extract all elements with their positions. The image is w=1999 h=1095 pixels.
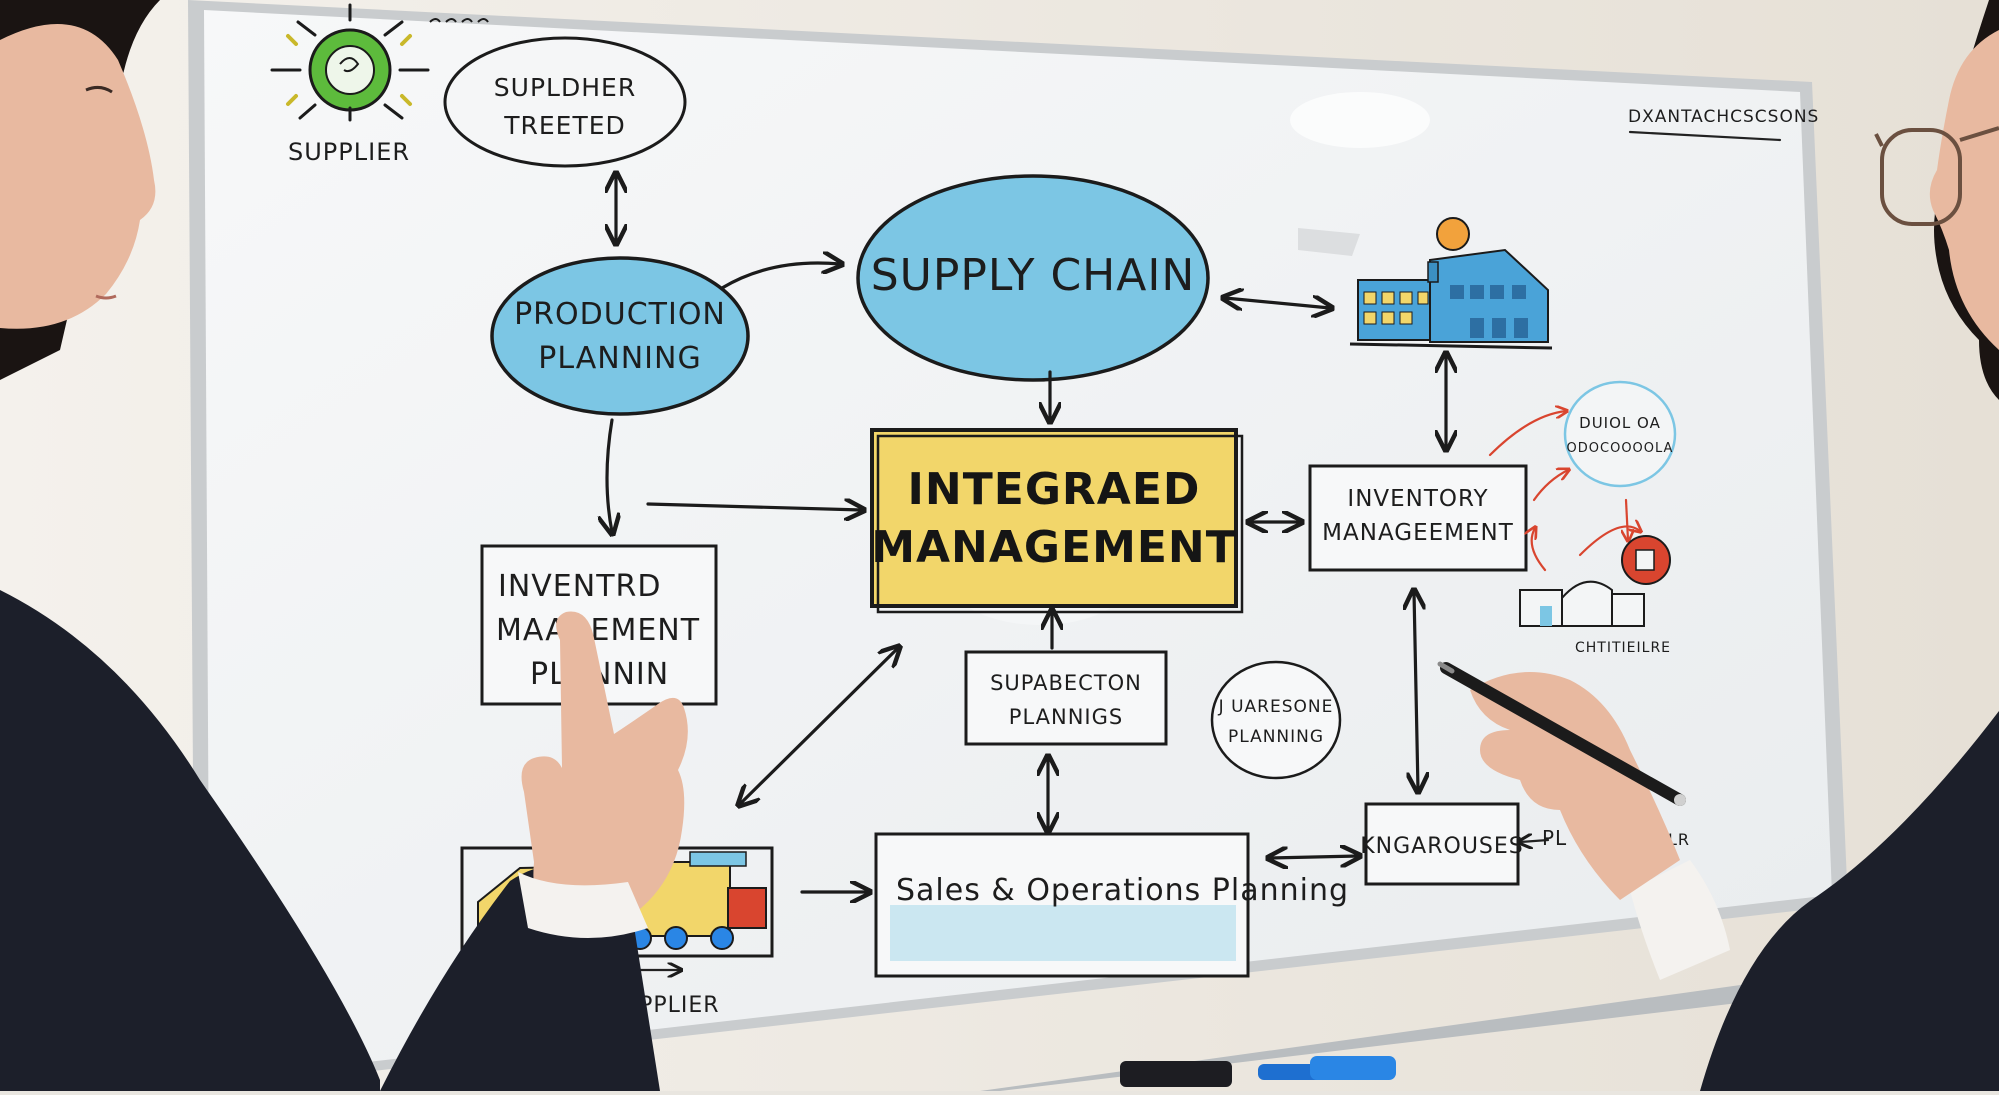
warehouses-label: KNGAROUSES — [1360, 834, 1524, 859]
inventory-right-line2: MANAGEEMENT — [1322, 520, 1514, 546]
person-right — [1630, 0, 1999, 1091]
glasses-icon — [1874, 126, 1999, 226]
integrated-management-line1: INTEGRAED — [908, 464, 1201, 515]
warehouse-planning-node: J UARESONE PLANNING — [1210, 660, 1342, 780]
red-bubble-line1: DUIOL OA — [1579, 414, 1661, 432]
warehouses-node: KNGAROUSES — [1360, 802, 1524, 886]
red-bubble-node: DUIOL OA ODOCOOOOLA — [1488, 380, 1677, 572]
right-hand — [1437, 661, 1686, 900]
sun-icon — [270, 3, 489, 122]
left-hand — [518, 611, 688, 938]
small-warehouse-label: CHTITIEILRE — [1575, 640, 1671, 656]
subsection-line2: PLANNIGS — [1009, 705, 1123, 729]
subsection-line1: SUPABECTON — [990, 671, 1142, 695]
production-planning-line2: PLANNING — [538, 341, 701, 376]
marker-icon — [1258, 1056, 1396, 1080]
supplier-treated-line1: SUPLDHER — [494, 73, 636, 102]
warehouse-icon — [1519, 580, 1645, 627]
side-label-pl: PL — [1542, 826, 1567, 850]
factory-icon — [1349, 217, 1553, 350]
production-planning-line1: PRODUCTION — [514, 297, 726, 332]
subsection-planning-node: SUPABECTON PLANNIGS — [964, 650, 1168, 746]
inventory-management-right-node: INVENTORY MANAGEEMENT — [1308, 464, 1528, 572]
sales-operations-label: Sales & Operations Planning — [896, 873, 1349, 908]
integrated-management-line2: MANAGEMENT — [871, 522, 1237, 573]
production-planning-node: PRODUCTION PLANNING — [490, 256, 750, 416]
person-left — [0, 0, 660, 1091]
red-bubble-line2: ODOCOOOOLA — [1567, 441, 1674, 456]
inventory-right-line1: INVENTORY — [1347, 486, 1488, 512]
inventory-left-line1: INVENTRD — [498, 569, 661, 604]
supplier-treated-line2: TREETED — [503, 111, 626, 140]
supply-chain-node: SUPPLY CHAIN — [856, 174, 1210, 382]
supply-chain-label: SUPPLY CHAIN — [871, 250, 1196, 301]
inventory-left-line2: MAAGEMENT — [496, 613, 700, 648]
supplier-treated-node: SUPLDHER TREETED — [443, 36, 687, 168]
sales-operations-node: Sales & Operations Planning — [874, 832, 1349, 978]
fire-extinguisher-icon — [1621, 535, 1671, 585]
eraser-icon — [1120, 1061, 1232, 1087]
integrated-management-node: INTEGRAED MANAGEMENT — [870, 428, 1244, 614]
warehouse-planning-line1: J UARESONE — [1218, 697, 1334, 717]
warehouse-planning-line2: PLANNING — [1228, 727, 1324, 747]
supplier-top-label: SUPPLIER — [288, 138, 410, 166]
corner-label: DXANTACHCSCSONS — [1628, 107, 1819, 127]
